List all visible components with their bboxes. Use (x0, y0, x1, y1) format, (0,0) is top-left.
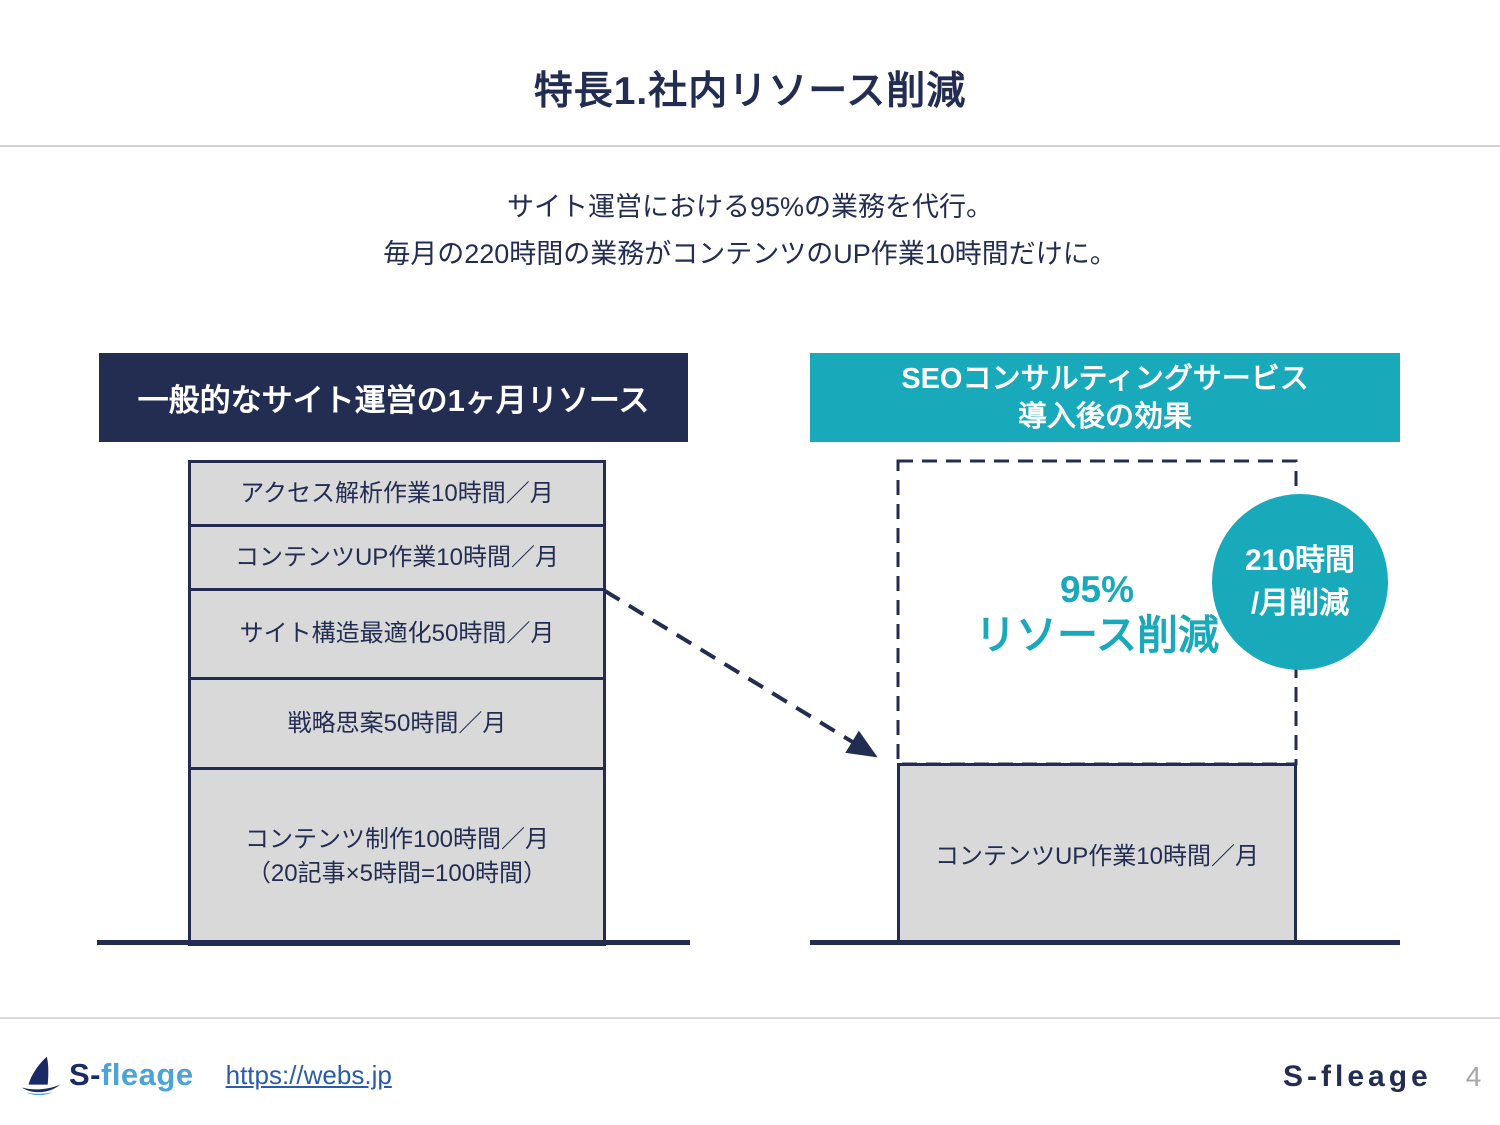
hours-saved-line-2: /月削減 (1250, 587, 1350, 620)
remaining-block-label: コンテンツUP作業10時間／月 (934, 842, 1260, 870)
logo-wordmark-prefix: S- (69, 1057, 101, 1092)
resource-block-label: コンテンツ制作100時間／月 (244, 825, 550, 853)
left-baseline (97, 940, 690, 945)
title-divider (0, 145, 1500, 147)
subtitle-line-1: サイト運営における95%の業務を代行。 (506, 192, 994, 222)
page-title: 特長1.社内リソース削減 (533, 70, 967, 113)
subtitle: サイト運営における95%の業務を代行。 毎月の220時間の業務がコンテンツのUP… (0, 184, 1500, 278)
right-panel-header-line-1: SEOコンサルティングサービス (901, 362, 1309, 395)
reduction-label: リソース削減 (975, 612, 1219, 658)
left-panel-header-label: 一般的なサイト運営の1ヶ月リソース (137, 383, 650, 418)
left-panel-header: 一般的なサイト運営の1ヶ月リソース (99, 353, 688, 442)
hours-saved-badge: 210時間 /月削減 (1212, 494, 1388, 670)
resource-block-label: 戦略思案50時間／月 (287, 709, 507, 737)
resource-block-access-analysis: アクセス解析作業10時間／月 (188, 460, 606, 527)
resource-block-content-upload: コンテンツUP作業10時間／月 (188, 524, 606, 591)
footer-brand-area: S-fleage 4 (1283, 1060, 1481, 1094)
resource-block-label: アクセス解析作業10時間／月 (240, 479, 554, 507)
resource-block-sublabel: （20記事×5時間=100時間） (246, 859, 548, 887)
page-number: 4 (1465, 1061, 1482, 1092)
footer-brand-text: S-fleage (1283, 1060, 1432, 1093)
sailboat-logo-icon (21, 1056, 61, 1096)
resource-block-content-production: コンテンツ制作100時間／月 （20記事×5時間=100時間） (188, 767, 606, 946)
transfer-arrow (603, 589, 878, 758)
logo-wordmark: S-fleage (69, 1057, 194, 1093)
remaining-block: コンテンツUP作業10時間／月 (897, 763, 1297, 943)
resource-block-site-structure: サイト構造最適化50時間／月 (188, 588, 606, 680)
footer-divider (0, 1017, 1500, 1019)
subtitle-line-2: 毎月の220時間の業務がコンテンツのUP作業10時間だけに。 (383, 239, 1117, 269)
resource-block-label: サイト構造最適化50時間／月 (239, 620, 555, 647)
right-baseline (810, 940, 1400, 945)
footer-logo-area: S-fleage https://webs.jp (15, 1052, 392, 1098)
resource-block-label: コンテンツUP作業10時間／月 (234, 543, 560, 571)
right-panel-header-line-2: 導入後の効果 (1017, 400, 1192, 433)
right-panel-header: SEOコンサルティングサービス 導入後の効果 (810, 353, 1400, 442)
website-link[interactable]: https://webs.jp (225, 1059, 392, 1090)
logo-wordmark-suffix: fleage (101, 1057, 194, 1092)
resource-block-strategy: 戦略思案50時間／月 (188, 677, 606, 770)
resource-stack: アクセス解析作業10時間／月 コンテンツUP作業10時間／月 サイト構造最適化5… (188, 460, 606, 946)
hours-saved-line-1: 210時間 (1244, 544, 1356, 577)
